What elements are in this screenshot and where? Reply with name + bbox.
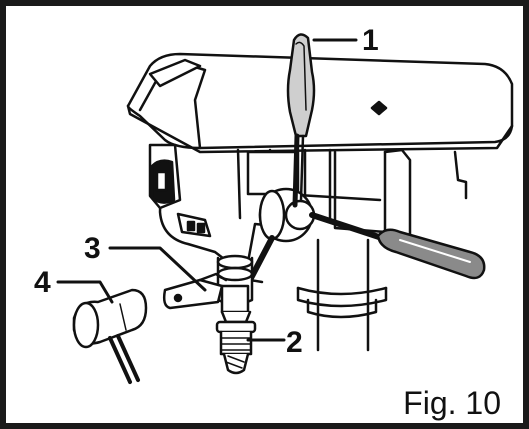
leader-4 bbox=[56, 280, 114, 304]
drill-chuck bbox=[215, 310, 257, 375]
drift-key bbox=[162, 272, 228, 310]
callout-3: 3 bbox=[84, 232, 101, 265]
figure-caption: Fig. 10 bbox=[403, 385, 501, 421]
callout-2: 2 bbox=[286, 326, 303, 359]
callout-1: 1 bbox=[362, 24, 379, 57]
feed-handle-right bbox=[309, 212, 486, 280]
switch-box bbox=[148, 143, 212, 238]
belt-cover-head bbox=[126, 52, 514, 154]
quill bbox=[216, 254, 254, 314]
feed-handle-hub bbox=[258, 187, 316, 243]
leader-3 bbox=[108, 246, 207, 292]
column bbox=[296, 238, 388, 352]
mallet bbox=[72, 288, 148, 384]
feed-handle-lower bbox=[247, 235, 275, 284]
feed-handle-upper bbox=[286, 33, 316, 208]
callout-leaders bbox=[56, 38, 358, 342]
callout-4: 4 bbox=[34, 266, 51, 299]
